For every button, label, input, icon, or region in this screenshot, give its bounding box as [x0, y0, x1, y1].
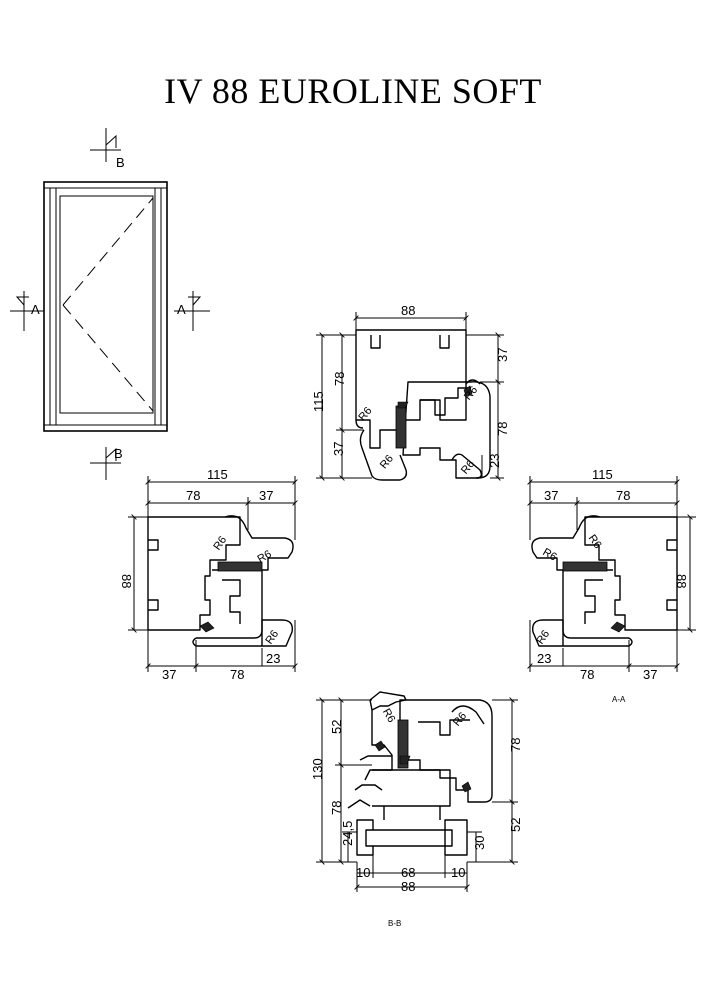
dim-bottom-left-lower: 78: [329, 801, 344, 815]
dim-right-height: 88: [674, 574, 689, 588]
dim-right-width-total: 115: [592, 467, 613, 482]
dim-left-bottom-right: 23: [266, 651, 280, 666]
dim-left-top-left: 78: [186, 488, 200, 503]
dim-top-left-lower: 37: [331, 442, 346, 456]
dim-bottom-right-lower: 52: [508, 818, 523, 832]
view-label-aa: A-A: [612, 695, 626, 704]
radius-label-right-2: R6: [540, 546, 558, 563]
radius-label-right-3: R6: [534, 628, 552, 646]
section-marker-b-bottom: B: [90, 446, 123, 480]
section-label-b-top: B: [116, 155, 125, 170]
dim-top-right-lower: 78: [495, 422, 510, 436]
section-marker-b-top: B: [90, 128, 125, 170]
radius-label-top-3: R6: [459, 458, 477, 476]
dim-right-bottom-right: 37: [643, 667, 657, 682]
view-label-bb: B-B: [388, 919, 401, 928]
dim-left-top-right: 37: [259, 488, 273, 503]
dim-bottom-left-small: 24,5: [340, 821, 355, 846]
section-left-profile: R6 R6 R6 115 78 37 88 37 78 23: [119, 467, 298, 682]
dim-bottom-w-left: 10: [356, 865, 370, 880]
dim-bottom-w-total: 88: [401, 879, 415, 894]
radius-label-bottom-1: R6: [380, 707, 397, 725]
dim-right-top-left: 37: [544, 488, 558, 503]
radius-label-top-2: R6: [378, 453, 396, 471]
dim-bottom-w-mid: 68: [401, 865, 415, 880]
dim-top-height: 115: [311, 391, 326, 412]
radius-label-right-1: R6: [586, 533, 604, 551]
dim-top-left-upper: 78: [332, 372, 347, 386]
section-label-b-bottom: B: [114, 446, 123, 461]
dim-left-bottom-left: 37: [162, 667, 176, 682]
dim-right-bottom-mid: 78: [580, 667, 594, 682]
dim-bottom-height-total: 130: [310, 758, 325, 780]
section-marker-a-right: A: [174, 291, 210, 331]
dim-bottom-right-small: 30: [472, 836, 487, 850]
section-top-profile: R6 R6 R6 R6 88 115 78 37 37 78 23: [311, 303, 510, 481]
dim-bottom-right-upper: 78: [508, 738, 523, 752]
dim-left-bottom-mid: 78: [230, 667, 244, 682]
dim-top-right-upper: 37: [495, 348, 510, 362]
section-label-a-right: A: [177, 302, 186, 317]
section-right-profile: R6 R6 R6 115 37 78 88 23 78 37: [527, 467, 696, 682]
dim-right-bottom-left: 23: [537, 651, 551, 666]
radius-label-left-3: R6: [263, 628, 281, 646]
opening-line-upper: [62, 197, 154, 306]
dim-left-width-total: 115: [207, 467, 228, 482]
dim-top-width: 88: [401, 303, 415, 318]
section-label-a-left: A: [31, 302, 40, 317]
dim-bottom-left-upper: 52: [329, 720, 344, 734]
section-marker-a-left: A: [10, 291, 44, 331]
dim-right-top-right: 78: [616, 488, 630, 503]
radius-label-bottom-2: R6: [451, 710, 469, 728]
dim-top-bottom-right: 23: [487, 454, 502, 468]
opening-line-lower: [62, 304, 154, 412]
drawing-title: IV 88 EUROLINE SOFT: [164, 71, 542, 111]
door-elevation: [43, 181, 168, 432]
dim-bottom-w-right: 10: [451, 865, 465, 880]
dim-left-height: 88: [119, 574, 134, 588]
section-bottom-profile: R6 R6 130 52 78 24,5 78 52 30 10 68: [310, 691, 523, 894]
radius-label-top-4: R6: [462, 384, 480, 402]
